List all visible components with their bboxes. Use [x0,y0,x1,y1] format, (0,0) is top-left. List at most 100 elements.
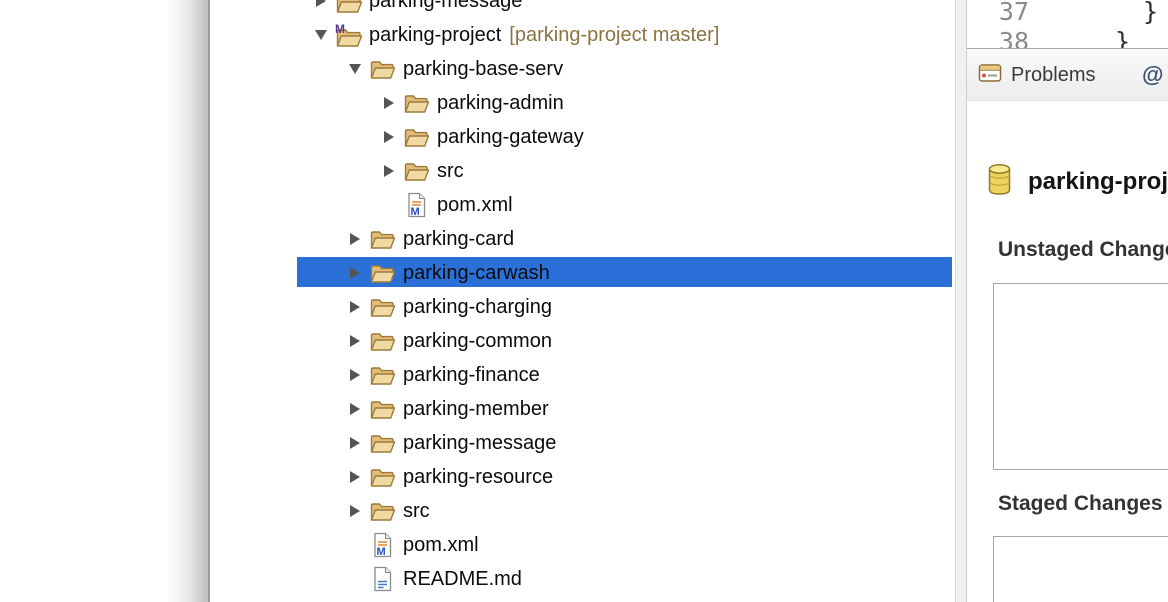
disclosure-triangle-icon[interactable] [347,435,363,451]
tree-row[interactable]: src [210,494,955,528]
svg-text:M: M [335,23,345,36]
disclosure-triangle-icon[interactable] [347,299,363,315]
folder-icon [369,396,397,422]
tree-item-label: src [437,159,464,182]
editor-line: 38 } [967,27,1168,48]
arrow-spacer [347,537,363,553]
tree-row[interactable]: M pom.xml [210,188,955,222]
view-tabbar: Problems @ [967,48,1168,101]
tree-item-label: src [403,499,430,522]
tree-row[interactable]: parking-gateway [210,120,955,154]
tree-row[interactable]: parking-card [210,222,955,256]
tree-row[interactable]: parking-resource [210,460,955,494]
disclosure-triangle-icon[interactable] [347,333,363,349]
tree-row[interactable]: M [210,596,955,602]
tree-item-label: parking-admin [437,91,564,114]
line-number: 37 [998,0,1029,26]
folder-icon [369,294,397,320]
svg-text:M: M [335,601,345,602]
tree-row[interactable]: parking-carwash [210,256,955,290]
maven-project-icon: M [335,0,363,14]
javadoc-at-icon: @ [1142,62,1164,87]
tree-item-label: parking-resource [403,465,554,488]
folder-icon [369,260,397,286]
arrow-spacer [381,197,397,213]
folder-icon [403,90,431,116]
problems-view-icon [978,62,1002,89]
tree-item-label: parking-finance [403,363,540,386]
arrow-spacer [347,571,363,587]
project-explorer-tree: M parking-message M parking-project [park… [210,0,955,602]
code-text: } [1115,27,1131,48]
tree-row[interactable]: README.md [210,562,955,596]
unstaged-changes-heading: Unstaged Changes [998,238,1168,261]
unstaged-files-list[interactable] [993,283,1168,470]
tree-row[interactable]: M parking-project [parking-project master… [210,18,955,52]
staged-changes-heading: Staged Changes [998,492,1163,515]
folder-icon [369,362,397,388]
repository-icon [988,163,1011,201]
maven-project-icon: M [335,22,363,48]
tree-row[interactable]: M pom.xml [210,528,955,562]
disclosure-triangle-icon[interactable] [313,0,329,9]
disclosure-triangle-icon[interactable] [347,469,363,485]
tree-row[interactable]: parking-member [210,392,955,426]
tree-item-label: parking-common [403,329,552,352]
disclosure-triangle-icon[interactable] [381,95,397,111]
tree-item-label: parking-message [369,0,523,12]
tree-item-label: parking-charging [403,295,552,318]
maven-project-icon: M [335,600,363,602]
disclosure-triangle-icon[interactable] [347,503,363,519]
right-panel: 37 } 38 } Problems [967,0,1168,602]
git-staging-panel: parking-project Unstaged Changes Staged … [967,101,1168,602]
panel-sash[interactable] [955,0,967,602]
tab-javadoc[interactable]: @ [1142,49,1163,101]
tree-item-label: pom.xml [403,533,479,556]
tree-item-label: parking-gateway [437,125,584,148]
tree-item-label: parking-member [403,397,549,420]
tree-row[interactable]: parking-finance [210,358,955,392]
tree-item-label: parking-card [403,227,515,250]
disclosure-triangle-icon[interactable] [347,231,363,247]
maven-file-icon: M [369,532,397,558]
tree-row[interactable]: parking-common [210,324,955,358]
tree-row[interactable]: parking-admin [210,86,955,120]
tree-item-label: parking-project [369,23,502,46]
window-edge-shadow [0,0,210,602]
line-number: 38 [998,27,1029,48]
disclosure-triangle-icon[interactable] [347,401,363,417]
disclosure-triangle-icon[interactable] [347,61,363,77]
folder-icon [369,430,397,456]
repository-header: parking-project [988,163,1168,201]
folder-icon [369,56,397,82]
disclosure-triangle-icon[interactable] [313,27,329,43]
disclosure-triangle-icon[interactable] [381,163,397,179]
editor-area[interactable]: 37 } 38 } [967,0,1168,48]
tab-problems-label: Problems [1011,63,1096,86]
tree-row[interactable]: parking-message [210,426,955,460]
md-file-icon [369,566,397,592]
folder-icon [403,124,431,150]
tree-row[interactable]: parking-base-serv [210,52,955,86]
tree-row[interactable]: src [210,154,955,188]
tree-item-label: README.md [403,567,522,590]
tree-row[interactable]: parking-charging [210,290,955,324]
folder-icon [369,498,397,524]
selection-highlight [297,257,952,287]
tab-problems[interactable]: Problems [978,49,1095,101]
tree-item-label: pom.xml [437,193,513,216]
disclosure-triangle-icon[interactable] [381,129,397,145]
svg-text:M: M [335,0,345,2]
disclosure-triangle-icon[interactable] [347,265,363,281]
staged-files-list[interactable] [993,536,1168,602]
git-decoration-label: [parking-project master] [509,23,720,46]
disclosure-triangle-icon[interactable] [347,367,363,383]
folder-icon [369,464,397,490]
code-text: } [1143,0,1159,26]
svg-text:M: M [377,546,386,558]
maven-file-icon: M [403,192,431,218]
editor-line: 37 } [967,0,1168,27]
tree-row[interactable]: M parking-message [210,0,955,18]
tree-item-label: parking-base-serv [403,57,564,80]
